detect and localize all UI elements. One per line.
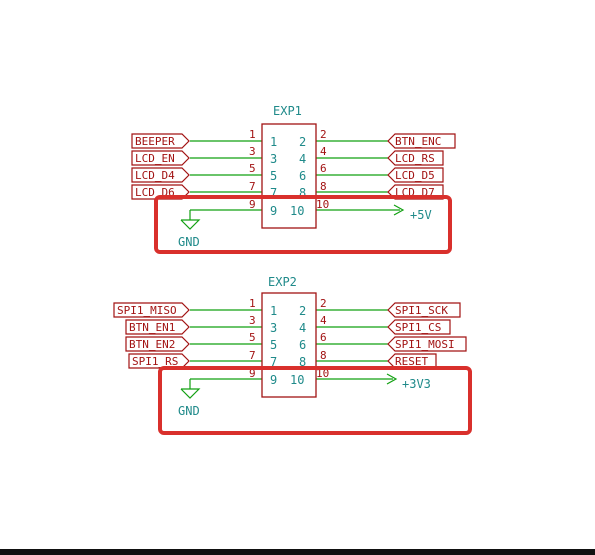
- exp1-label-lcd-d5: LCD_D5: [395, 169, 435, 182]
- exp1-label-lcd-en-shape: [131, 150, 190, 166]
- exp1-name-6: 6: [299, 169, 306, 183]
- exp2-label-reset: RESET: [395, 355, 428, 368]
- exp2-gnd-symbol: [180, 388, 201, 399]
- exp1-label-lcd-rs-shape: [387, 150, 444, 166]
- exp2-pin-4: 4: [320, 314, 327, 327]
- exp1-label-lcd-rs: LCD_RS: [395, 152, 435, 165]
- exp1-power-text: +5V: [410, 208, 432, 222]
- exp1-pin-9: 9: [249, 198, 256, 211]
- highlight-box-exp1: [154, 195, 452, 254]
- exp2-name-5: 5: [270, 338, 277, 352]
- connector-exp1: EXP1 1 3 5 7 9 2 4 6 8 10 1 3 5: [131, 104, 456, 249]
- exp2-pin-9: 9: [249, 367, 256, 380]
- exp1-gnd-text: GND: [178, 235, 200, 249]
- exp1-pin-8: 8: [320, 180, 327, 193]
- exp2-ref: EXP2: [268, 275, 297, 289]
- exp2-pin-2: 2: [320, 297, 327, 310]
- exp1-name-3: 3: [270, 152, 277, 166]
- exp1-name-2: 2: [299, 135, 306, 149]
- exp2-body: [261, 292, 317, 398]
- exp2-name-6: 6: [299, 338, 306, 352]
- exp2-pin-10: 10: [316, 367, 329, 380]
- exp2-name-1: 1: [270, 304, 277, 318]
- exp2-label-btn-en2-shape: [125, 336, 190, 352]
- exp2-label-spi1-sck: SPI1_SCK: [395, 304, 448, 317]
- exp2-name-10: 10: [290, 373, 304, 387]
- exp1-pin-10: 10: [316, 198, 329, 211]
- exp2-name-3: 3: [270, 321, 277, 335]
- exp2-name-9: 9: [270, 373, 277, 387]
- exp1-name-7: 7: [270, 186, 277, 200]
- exp2-label-spi1-sck-shape: [387, 302, 461, 318]
- exp1-label-btn-enc: BTN_ENC: [395, 135, 441, 148]
- exp1-name-5: 5: [270, 169, 277, 183]
- exp1-body: [261, 123, 317, 229]
- exp2-gnd-text: GND: [178, 404, 200, 418]
- exp2-pin-5: 5: [249, 331, 256, 344]
- exp1-label-btn-enc-shape: [387, 133, 456, 149]
- exp2-label-spi1-cs: SPI1_CS: [395, 321, 441, 334]
- exp1-label-lcd-d4-shape: [131, 167, 190, 183]
- exp2-label-spi1-miso: SPI1_MISO: [117, 304, 177, 317]
- exp1-name-9: 9: [270, 204, 277, 218]
- exp1-label-lcd-d5-shape: [387, 167, 444, 183]
- exp1-pin-1: 1: [249, 128, 256, 141]
- exp1-name-8: 8: [299, 186, 306, 200]
- connector-exp2: EXP2 1 3 5 7 9 2 4 6 8 10 1 3 5: [113, 275, 467, 418]
- exp2-pin-6: 6: [320, 331, 327, 344]
- exp2-label-spi1-rs: SPI1_RS: [132, 355, 178, 368]
- exp1-pin-5: 5: [249, 162, 256, 175]
- exp2-name-7: 7: [270, 355, 277, 369]
- exp1-label-lcd-d4: LCD_D4: [135, 169, 175, 182]
- exp2-label-btn-en2: BTN_EN2: [129, 338, 175, 351]
- exp2-label-btn-en1-shape: [125, 319, 190, 335]
- exp1-pin-6: 6: [320, 162, 327, 175]
- exp2-pin-7: 7: [249, 349, 256, 362]
- exp1-label-lcd-en: LCD_EN: [135, 152, 175, 165]
- exp2-power-arrow: [386, 373, 398, 385]
- exp2-pin-3: 3: [249, 314, 256, 327]
- exp1-ref: EXP1: [273, 104, 302, 118]
- exp1-pin-4: 4: [320, 145, 327, 158]
- exp2-label-btn-en1: BTN_EN1: [129, 321, 175, 334]
- exp2-label-spi1-cs-shape: [387, 319, 451, 335]
- exp1-name-1: 1: [270, 135, 277, 149]
- bottom-border: [0, 549, 595, 555]
- exp2-pin-8: 8: [320, 349, 327, 362]
- exp2-label-spi1-miso-shape: [113, 302, 190, 318]
- highlight-box-exp2: [158, 366, 472, 435]
- exp1-power-arrow: [393, 204, 405, 216]
- exp2-pin-1: 1: [249, 297, 256, 310]
- exp2-label-spi1-mosi-shape: [387, 336, 467, 352]
- exp1-gnd-symbol: [180, 219, 201, 230]
- exp2-label-spi1-rs-shape: [128, 353, 190, 369]
- exp2-label-spi1-mosi: SPI1_MOSI: [395, 338, 455, 351]
- exp2-name-2: 2: [299, 304, 306, 318]
- exp1-name-10: 10: [290, 204, 304, 218]
- exp1-pin-2: 2: [320, 128, 327, 141]
- exp2-power-text: +3V3: [402, 377, 431, 391]
- exp1-name-4: 4: [299, 152, 306, 166]
- exp1-label-beeper: BEEPER: [135, 135, 175, 148]
- exp2-name-4: 4: [299, 321, 306, 335]
- exp1-label-beeper-shape: [131, 133, 190, 149]
- exp2-name-8: 8: [299, 355, 306, 369]
- exp1-pin-7: 7: [249, 180, 256, 193]
- exp1-pin-3: 3: [249, 145, 256, 158]
